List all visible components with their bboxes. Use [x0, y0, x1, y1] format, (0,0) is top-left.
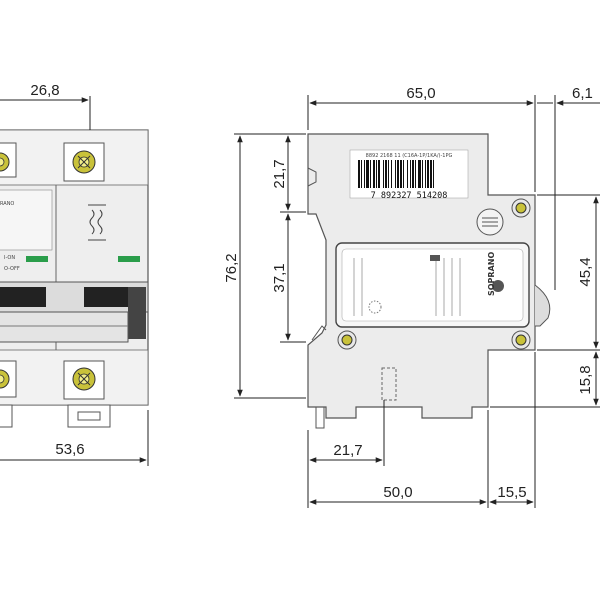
lever-right[interactable] [84, 287, 128, 307]
side-dimensions: 65,0 6,1 76,2 21,7 37,1 45,4 15,8 21,7 [223, 85, 600, 508]
dim-side-bottom-width: 21,7 [333, 442, 362, 459]
front-brand-fragment: RANO [0, 201, 14, 207]
dim-side-right-offset: 6,1 [572, 85, 593, 102]
terminal-bottom-left [0, 360, 17, 398]
dim-side-base-right: 15,5 [497, 484, 526, 501]
dim-side-width: 65,0 [406, 85, 435, 102]
screw-top-right-icon [511, 198, 531, 218]
barcode-number: 7 892327 514208 [371, 191, 448, 201]
plate-seal-icon [368, 300, 382, 314]
indicator-right [118, 256, 140, 262]
dim-side-top-height: 21,7 [271, 159, 288, 188]
barcode: 8892 2168 11 (C16A-1P/1KA/)-1PG 7 892327… [349, 149, 469, 201]
indicator-left [26, 256, 48, 262]
screw-bottom-right-icon [511, 330, 531, 350]
plate-logo-icon [492, 280, 504, 292]
dim-front-total: 53,6 [55, 441, 84, 458]
lever-left[interactable] [0, 287, 46, 307]
info-plate: SOPRANO [335, 242, 530, 328]
side-view: 8892 2168 11 (C16A-1P/1KA/)-1PG 7 892327… [307, 133, 551, 429]
dim-side-total-height: 76,2 [223, 253, 240, 282]
screw-bottom-left-icon [337, 330, 357, 350]
circuit-symbol [88, 204, 106, 241]
front-off-label: O-OFF [4, 266, 20, 272]
side-lever-icon [534, 284, 551, 327]
dim-front-pole: 26,8 [30, 82, 59, 99]
terminal-top-left [0, 142, 17, 178]
front-view: RANO I-ON O-OFF [0, 82, 149, 466]
front-on-label: I-ON [4, 255, 15, 261]
barcode-caption: 8892 2168 11 (C16A-1P/1KA/)-1PG [366, 153, 453, 159]
dim-side-right-height: 45,4 [577, 257, 594, 286]
terminal-bottom-right [63, 360, 105, 400]
terminal-top-right [63, 142, 105, 182]
dim-side-middle-height: 37,1 [271, 263, 288, 292]
plate-brand: SOPRANO [487, 252, 496, 296]
plate-text-lines [353, 258, 461, 316]
dim-side-base-width: 50,0 [383, 484, 412, 501]
dim-side-bottom-right: 15,8 [577, 365, 594, 394]
